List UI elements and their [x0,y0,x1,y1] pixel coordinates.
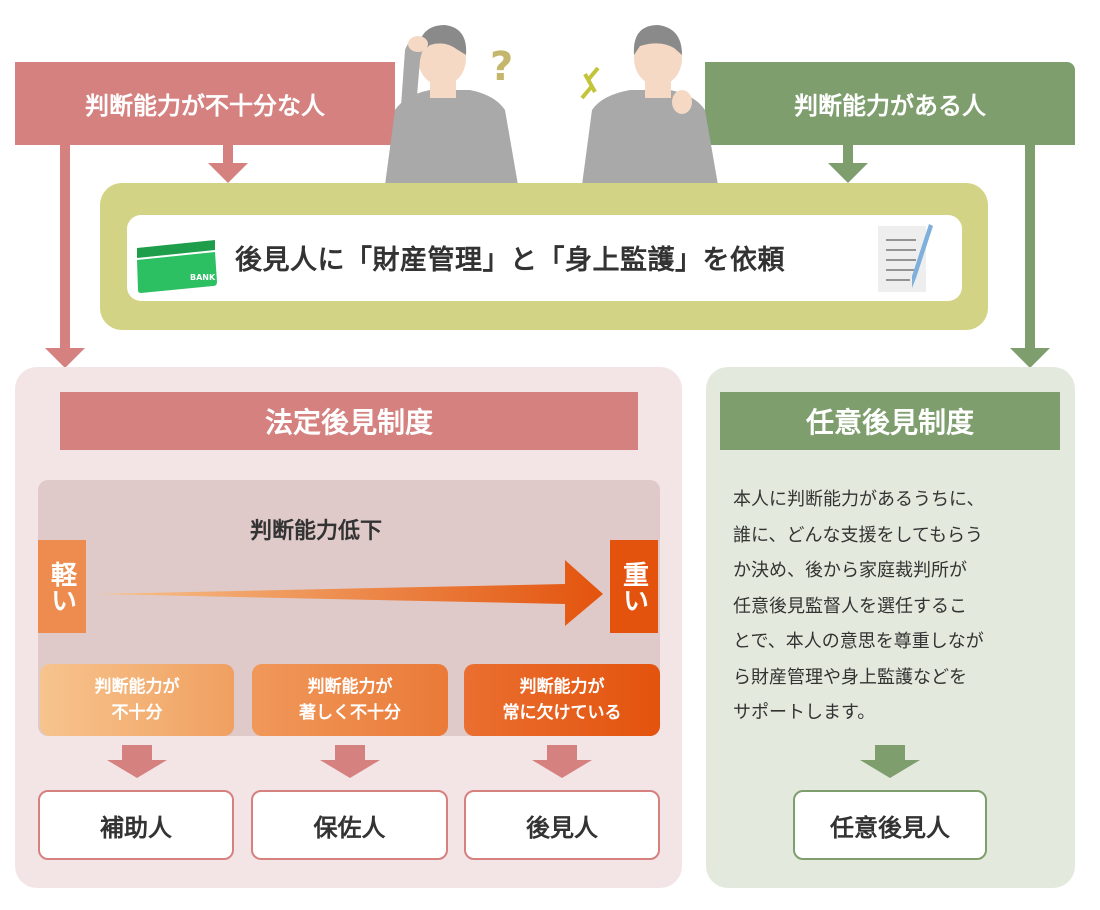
arrow-right-long [1025,145,1035,350]
header-has-capacity: 判断能力がある人 [705,62,1075,145]
level-mild-line2: 不十分 [111,703,163,723]
arrow-right-long-head [1010,348,1050,368]
header-lacking-capacity: 判断能力が不十分な人 [15,62,395,145]
voluntary-guardianship-title: 任意後見制度 [720,392,1060,450]
light-label: 軽い [38,540,86,633]
request-text: 後見人に「財産管理」と「身上監護」を依頼 [235,245,785,276]
bank-label: BANK [190,273,216,282]
arrow-left-long-head [45,348,85,368]
arrow-left-long [60,145,70,350]
down-arrow-icon [335,745,365,761]
down-arrow-head [860,760,920,778]
down-arrow-head [320,760,380,778]
bank-card-icon: BANK [137,240,217,293]
arrow-right-short [843,145,853,165]
down-arrow-icon [122,745,152,761]
level-moderate-line1: 判断能力が [307,677,393,697]
arrow-right-short-head [828,163,868,183]
svg-text:?: ? [490,44,513,90]
description-line: 本人に判断能力があるうちに、 [733,489,985,510]
down-arrow-head [107,760,167,778]
description-line: とで、本人の意思を尊重しなが [733,631,984,652]
heavy-label: 重い [610,540,658,633]
decline-arrow [95,560,603,626]
request-box [127,215,962,301]
result-voluntary-guardian: 任意後見人 [793,790,987,860]
level-severe: 判断能力が 常に欠けている [464,664,660,736]
level-mild: 判断能力が 不十分 [40,664,234,736]
decline-label: 判断能力低下 [250,519,383,544]
down-arrow-icon [875,745,905,761]
confused-person-icon: ? [385,25,518,185]
legal-guardianship-title: 法定後見制度 [60,392,638,450]
thinking-person-icon [580,25,718,185]
level-severe-line1: 判断能力が [519,677,605,697]
level-mild-line1: 判断能力が [94,677,180,697]
result-curator: 保佐人 [251,790,448,860]
result-guardian: 後見人 [464,790,660,860]
down-arrow-icon [547,745,577,761]
down-arrow-head [532,760,592,778]
result-assistant: 補助人 [38,790,234,860]
arrow-left-short-head [208,163,248,183]
document-pencil-icon [878,224,933,292]
description-line: サポートします。 [733,702,876,723]
description-line: ら財産管理や身上監護などを [733,666,967,688]
description-line: 誰に、どんな支援をしてもらう [733,524,984,546]
arrow-left-short [223,145,233,165]
level-moderate-line2: 著しく不十分 [299,703,401,723]
level-severe-line2: 常に欠けている [502,703,622,723]
voluntary-description: 本人に判断能力があるうちに、 誰に、どんな支援をしてもらう か決め、後から家庭裁… [733,482,984,731]
level-moderate: 判断能力が 著しく不十分 [252,664,448,736]
description-line: か決め、後から家庭裁判所が [733,560,967,581]
description-line: 任意後見監督人を選任するこ [733,595,967,617]
